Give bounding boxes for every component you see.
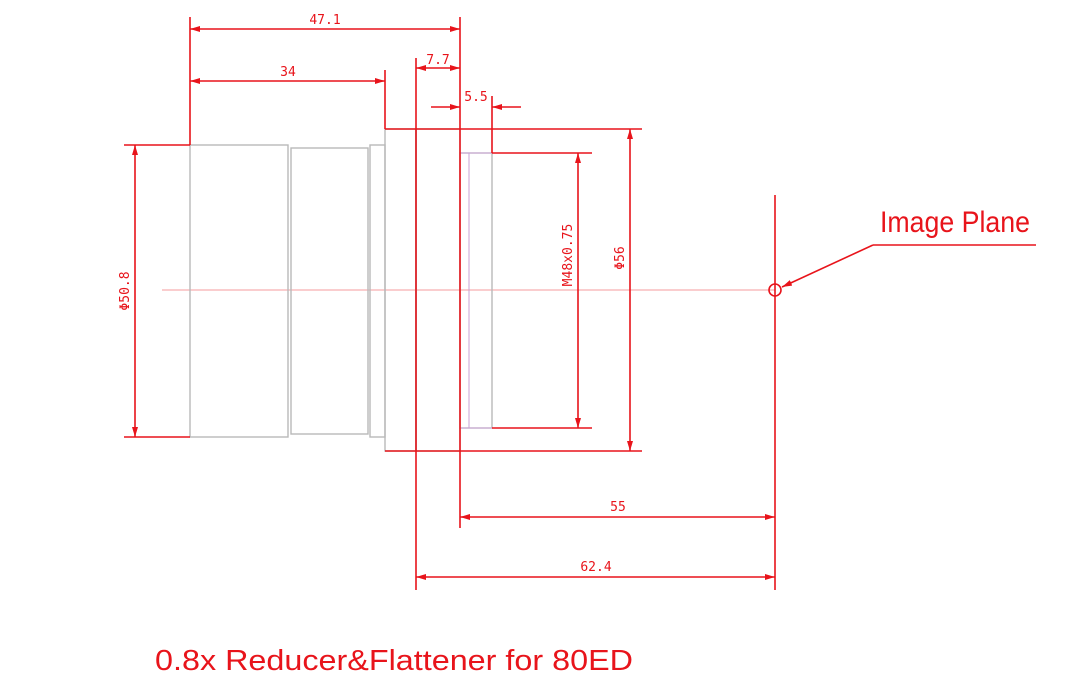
image-plane-label: Image Plane [880,206,1030,239]
dimension-thread-length: 5.5 [431,90,521,153]
barrel-section-2 [290,147,369,435]
dim-label-7-7: 7.7 [426,53,449,68]
drawing-title: 0.8x Reducer&Flattener for 80ED [155,645,633,677]
barrel-section-1 [189,144,289,438]
dimension-back-focus: 55 [459,451,775,528]
dimension-barrel-length: 34 [190,65,386,129]
dimension-total: 62.4 [416,560,775,580]
barrel-ring [369,144,386,438]
dimension-barrel-diameter: Φ50.8 [118,144,190,438]
dim-label-5-5: 5.5 [464,90,487,105]
dimension-flange-offset: 7.7 [415,53,460,590]
dim-label-62-4: 62.4 [580,560,611,575]
dimension-flange-diameter: Φ56 [385,128,642,452]
dim-label-m48: M48x0.75 [561,224,576,287]
dim-label-55: 55 [610,500,626,515]
dim-label-56: Φ56 [613,246,628,269]
thread-section [459,152,493,429]
dim-label-34: 34 [280,65,296,80]
dimension-overall-length: 47.1 [189,13,461,451]
dim-label-47-1: 47.1 [309,13,340,28]
dim-label-50-8: Φ50.8 [118,271,133,310]
image-plane: Image Plane [768,195,1036,590]
dimension-thread: M48x0.75 [492,152,592,429]
